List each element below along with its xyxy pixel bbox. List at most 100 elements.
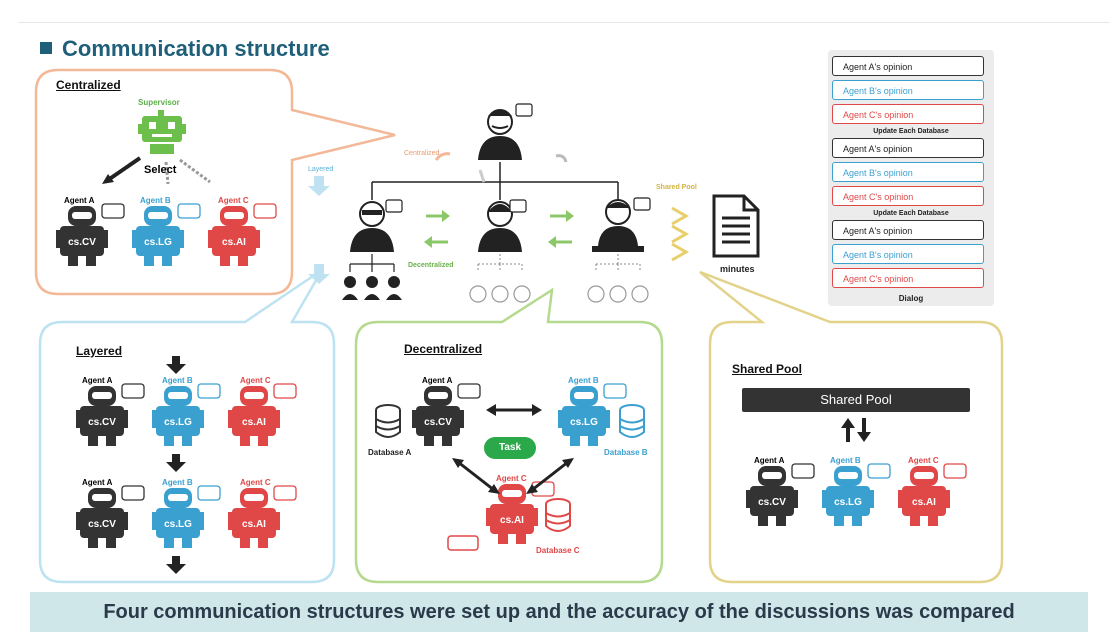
speech-bubble-icon — [447, 535, 479, 551]
shared-pool-bar: Shared Pool — [742, 388, 970, 412]
robot-icon: cs.LG — [132, 203, 201, 266]
layer1-agent-b-name: Agent B — [162, 376, 193, 385]
opinion-a-2: Agent A's opinion — [832, 138, 984, 158]
robot-agent-c: cs.AI — [208, 202, 278, 275]
layer1-robot-c: cs.AI — [228, 382, 298, 455]
supervisor-robot-icon — [138, 110, 186, 154]
person-right-icon — [592, 199, 644, 252]
slide-frame — [18, 22, 1110, 635]
dec-agent-b-name: Agent B — [568, 376, 599, 385]
decentralized-arrows — [452, 404, 574, 494]
robot-icon: cs.CV — [56, 203, 125, 266]
layer2-agent-b-name: Agent B — [162, 478, 193, 487]
decentralized-label: Decentralized — [404, 342, 483, 356]
dec-robot-c: cs.AI — [486, 480, 556, 553]
robot-icon: cs.AI — [228, 383, 297, 446]
robot-field-label: cs.CV — [88, 519, 116, 530]
person-left-icon — [350, 201, 394, 252]
pool-robot-b: cs.LG — [822, 462, 892, 535]
update-label-1: Update Each Database — [873, 128, 949, 135]
database-b-icon — [619, 404, 645, 438]
title-bullet — [40, 42, 52, 54]
pool-agent-a-name: Agent A — [754, 456, 785, 465]
dec-robot-b: cs.LG — [558, 382, 628, 455]
robot-field-label: cs.AI — [500, 515, 524, 526]
robot-field-label: cs.LG — [570, 417, 598, 428]
database-a-icon — [375, 404, 401, 438]
agent-a-name: Agent A — [64, 196, 95, 205]
robot-field-label: cs.CV — [424, 417, 452, 428]
down-arrow-icon — [166, 556, 186, 574]
shared-pool-label: Shared Pool — [732, 362, 803, 376]
database-b-label: Database B — [604, 448, 648, 457]
dec-robot-a: cs.CV — [412, 382, 482, 455]
down-arrow-icon — [166, 356, 186, 374]
pool-robot-c: cs.AI — [898, 462, 968, 535]
opinion-c-2: Agent C's opinion — [832, 186, 984, 206]
dialog-panel: Agent A's opinion Agent B's opinion Agen… — [828, 50, 994, 306]
select-arrows — [102, 156, 211, 185]
robot-icon: cs.CV — [412, 383, 481, 446]
robot-field-label: cs.CV — [68, 237, 96, 248]
opinion-a-1: Agent A's opinion — [832, 56, 984, 76]
dec-agent-c-name: Agent C — [496, 474, 527, 483]
agent-b-name: Agent B — [140, 196, 171, 205]
robot-field-label: cs.LG — [144, 237, 172, 248]
layer2-robot-a: cs.CV — [76, 484, 146, 557]
agent-c-name: Agent C — [218, 196, 249, 205]
database-c-label: Database C — [536, 546, 580, 555]
robot-field-label: cs.LG — [164, 519, 192, 530]
robot-icon: cs.LG — [822, 463, 891, 526]
robot-icon: cs.AI — [898, 463, 967, 526]
opinion-c-1: Agent C's opinion — [832, 104, 984, 124]
robot-agent-a: cs.CV — [56, 202, 126, 275]
layered-label: Layered — [76, 344, 123, 358]
person-middle-icon — [478, 201, 522, 252]
centralized-label: Centralized — [56, 78, 121, 92]
caption-bar — [30, 592, 1088, 632]
robot-field-label: cs.CV — [758, 497, 786, 508]
robot-icon: cs.LG — [152, 485, 221, 548]
layer2-robot-c: cs.AI — [228, 484, 298, 557]
center-decentralized-label: Decentralized — [408, 262, 454, 269]
layer2-agent-a-name: Agent A — [82, 478, 113, 487]
dec-agent-a-name: Agent A — [422, 376, 453, 385]
opinion-a-3: Agent A's opinion — [832, 220, 984, 240]
supervisor-label: Supervisor — [138, 98, 180, 107]
pool-agent-b-name: Agent B — [830, 456, 861, 465]
database-c-icon — [545, 498, 571, 532]
dialog-title: Dialog — [898, 294, 924, 303]
exchange-arrows-icon — [841, 418, 871, 442]
layer1-robot-b: cs.LG — [152, 382, 222, 455]
caption-text: Four communication structures were set u… — [103, 601, 1015, 623]
robot-field-label: cs.LG — [834, 497, 862, 508]
layer2-agent-c-name: Agent C — [240, 478, 271, 487]
robot-field-label: cs.AI — [222, 237, 246, 248]
minutes-document-icon — [712, 194, 760, 258]
update-label-2: Update Each Database — [873, 210, 949, 217]
robot-field-label: cs.AI — [912, 497, 936, 508]
opinion-b-3: Agent B's opinion — [832, 244, 984, 264]
robot-icon: cs.LG — [152, 383, 221, 446]
robot-field-label: cs.CV — [88, 417, 116, 428]
opinion-b-1: Agent B's opinion — [832, 80, 984, 100]
robot-agent-b: cs.LG — [132, 202, 202, 275]
opinion-c-3: Agent C's opinion — [832, 268, 984, 288]
down-arrow-icon — [166, 454, 186, 472]
pool-robot-a: cs.CV — [746, 462, 816, 535]
minutes-label: minutes — [720, 264, 755, 274]
layer1-agent-c-name: Agent C — [240, 376, 271, 385]
robot-icon: cs.CV — [76, 383, 145, 446]
robot-icon: cs.LG — [558, 383, 627, 446]
database-a-label: Database A — [368, 448, 412, 457]
center-layered-label: Layered — [308, 166, 334, 173]
robot-icon: cs.AI — [208, 203, 277, 266]
robot-field-label: cs.AI — [242, 519, 266, 530]
center-shared-pool-label: Shared Pool — [656, 184, 697, 191]
layer1-agent-a-name: Agent A — [82, 376, 113, 385]
robot-icon: cs.CV — [76, 485, 145, 548]
pool-agent-c-name: Agent C — [908, 456, 939, 465]
manager-person-icon — [478, 109, 522, 160]
robot-icon: cs.AI — [228, 485, 297, 548]
robot-field-label: cs.AI — [242, 417, 266, 428]
